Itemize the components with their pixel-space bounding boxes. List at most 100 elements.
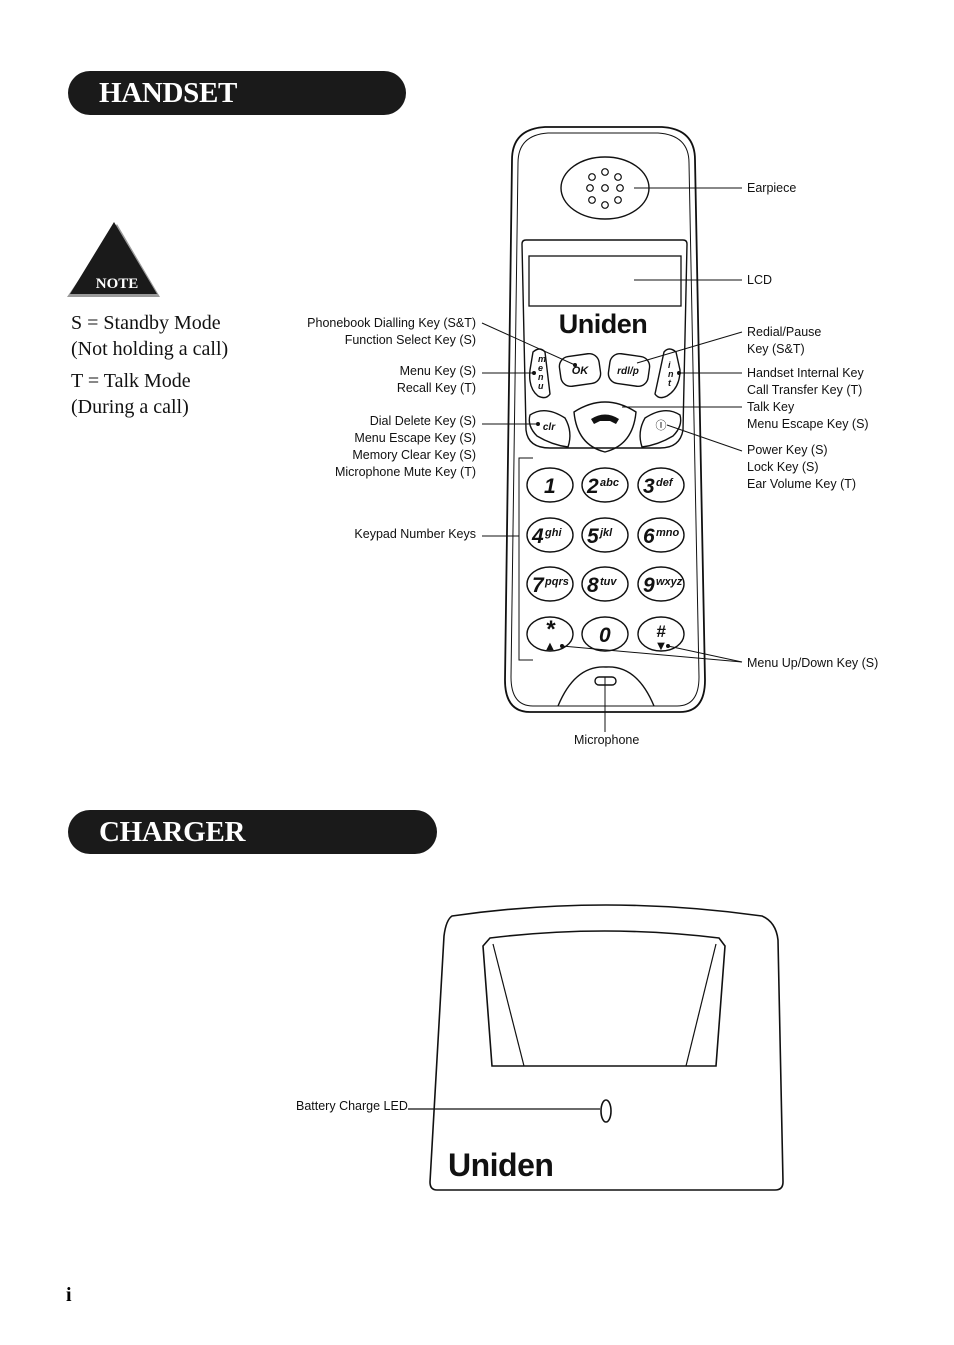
redial-key-label: Redial/Pause Key (S&T) [747, 325, 822, 356]
keypad-letters: ghi [544, 527, 562, 539]
svg-text:n: n [668, 369, 674, 379]
svg-text:u: u [538, 381, 544, 391]
keypad-digit: 0 [599, 624, 611, 647]
rdl-key-label: rdl/p [617, 366, 639, 377]
keypad-key-outline [526, 467, 574, 503]
menu-key-callout: Menu Key (S) Recall Key (T) [396, 364, 476, 395]
keypad-digit: 2 [586, 475, 599, 498]
phone-icon [591, 414, 619, 424]
keypad-letters: ▲ [546, 641, 554, 652]
keypad-digit: 6 [643, 525, 655, 548]
keypad-key-9: *▲ [526, 616, 574, 652]
talk-key [573, 401, 637, 453]
svg-text:i: i [668, 360, 671, 370]
svg-text:n: n [538, 372, 544, 382]
leader-lines [481, 187, 743, 732]
earpiece-label: Earpiece [747, 181, 797, 195]
battery-charge-led-label: Battery Charge LED [296, 1099, 408, 1113]
keypad-digit: 7 [532, 574, 545, 597]
cradle-edge-left [492, 943, 525, 1067]
handset-illustration [504, 126, 706, 713]
keypad-digit: 8 [587, 574, 599, 597]
talk-mode-note: T = Talk Mode (During a call) [71, 370, 191, 418]
keypad-digit: 1 [544, 475, 556, 498]
leader-dots [532, 363, 681, 648]
int-key [654, 348, 681, 399]
lcd-screen [528, 255, 682, 307]
leader-menu-down [667, 645, 743, 663]
rdl-key [607, 352, 651, 388]
charger-brand-logo: Uniden [448, 1147, 553, 1183]
keypad-key-outline [581, 517, 629, 553]
menu-updown-label: Menu Up/Down Key (S) [747, 656, 879, 670]
handset-brand-logo: Uniden [559, 309, 648, 339]
talk-key-label: Talk Key Menu Escape Key (S) [747, 400, 869, 431]
ok-key-label: OK [572, 365, 590, 377]
keypad-digit: * [545, 616, 556, 643]
keypad-key-outline [637, 517, 685, 553]
charger-body [429, 904, 784, 1191]
keypad-key-outline [526, 566, 574, 602]
face-panel [521, 239, 688, 449]
keypad-letters: mno [656, 527, 680, 539]
keypad-letters: wxyz [656, 576, 683, 588]
keypad-letters: abc [600, 477, 619, 489]
leader-power [666, 424, 743, 452]
keypad-digit: 5 [587, 525, 599, 548]
lcd-label: LCD [747, 273, 773, 287]
svg-text:t: t [668, 378, 672, 388]
keypad-key-outline [526, 616, 574, 652]
internal-key-label: Handset Internal Key Call Transfer Key (… [747, 366, 864, 397]
earpiece [560, 156, 650, 220]
page-number: i [66, 1284, 72, 1306]
leader-redial [636, 331, 743, 364]
keypad-letters: def [656, 477, 674, 489]
keypad-keys-label: Keypad Number Keys [354, 527, 476, 541]
int-key-label: int [668, 360, 674, 388]
standby-mode-note: S = Standby Mode (Not holding a call) [71, 312, 229, 360]
keypad-key-outline [637, 566, 685, 602]
charger-heading: CHARGER [68, 810, 437, 854]
keypad-key-0: 1 [526, 467, 574, 503]
leader-menu-up [561, 645, 743, 663]
keypad-digit: 3 [643, 475, 655, 498]
power-key-label: Power Key (S) Lock Key (S) Ear Volume Ke… [747, 443, 857, 491]
svg-text:e: e [538, 363, 543, 373]
keypad-letters: ▼ [657, 641, 665, 652]
microphone-label: Microphone [574, 733, 640, 747]
charge-led [600, 1099, 612, 1123]
handset-body-inner [510, 132, 700, 707]
keypad-bracket [518, 457, 533, 661]
keypad-digit: 9 [643, 574, 655, 597]
keypad-letters: jkl [598, 527, 613, 539]
microphone-housing [557, 666, 655, 707]
power-icon: Ⓘ [656, 419, 667, 432]
charger-illustration [408, 904, 784, 1191]
clr-key [528, 410, 571, 448]
microphone-icon [594, 676, 617, 686]
keypad-digit: # [656, 622, 666, 641]
keypad-key-outline [526, 517, 574, 553]
menu-key [528, 348, 551, 399]
keypad-letters: pqrs [544, 576, 569, 588]
keypad-digit: 4 [531, 525, 544, 548]
cradle-edge-right [685, 943, 717, 1067]
keypad-key-10: 0 [581, 616, 629, 652]
keypad-letters: tuv [600, 576, 617, 588]
earpiece-holes [586, 168, 624, 209]
keypad-key-outline [637, 467, 685, 503]
note-badge-text: NOTE [96, 276, 139, 292]
keypad-key-outline [581, 467, 629, 503]
keypad-key-outline [637, 616, 685, 652]
